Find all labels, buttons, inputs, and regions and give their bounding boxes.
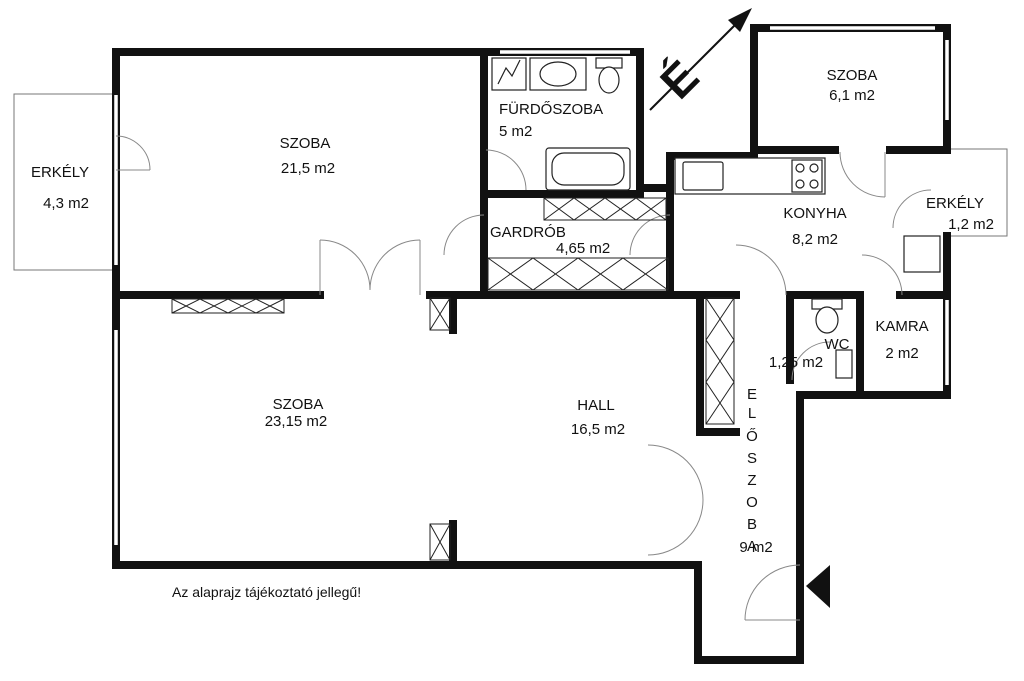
north-letter: É xyxy=(650,50,708,108)
room-name: SZOBA xyxy=(273,396,324,413)
entry-arrow-icon xyxy=(806,565,830,608)
room-area: 23,15 m2 xyxy=(265,413,328,430)
bathtub xyxy=(545,147,631,191)
room-label-balcony-left: ERKÉLY 4,3 m2 xyxy=(31,164,89,212)
entrance-letter: S xyxy=(747,450,757,467)
room-name: GARDRÓB xyxy=(490,224,566,241)
walls xyxy=(112,24,951,664)
room-area: 6,1 m2 xyxy=(829,87,875,104)
room-label-wardrobe: GARDRÓB 4,65 m2 xyxy=(490,224,610,257)
room-area: 4,65 m2 xyxy=(556,240,610,257)
entrance-letter: E xyxy=(747,386,757,403)
entrance-letter: Z xyxy=(747,472,756,489)
room-label-bathroom: FÜRDŐSZOBA 5 m2 xyxy=(499,100,603,140)
wc-sink xyxy=(835,349,853,379)
disclaimer-text: Az alaprajz tájékoztató jellegű! xyxy=(172,584,361,600)
room-name: WC xyxy=(825,336,850,353)
room-name: KONYHA xyxy=(783,205,846,222)
room-label-room-top-left: SZOBA 21,5 m2 xyxy=(280,135,336,177)
entrance-letter: A xyxy=(747,538,757,555)
room-area: 21,5 m2 xyxy=(281,160,335,177)
wardrobe-units xyxy=(171,197,735,561)
boiler xyxy=(903,235,941,273)
entrance-letter: O xyxy=(746,494,758,511)
room-area: 16,5 m2 xyxy=(571,421,625,438)
entrance-area-label: 9 m2 xyxy=(739,539,772,556)
balcony-left-outline xyxy=(13,93,116,271)
bath-toilet xyxy=(595,57,623,94)
room-label-kitchen: KONYHA 8,2 m2 xyxy=(783,205,846,248)
room-label-wc: WC 1,25 m2 xyxy=(769,336,850,371)
balcony-right-outline xyxy=(946,148,1008,237)
washbasin xyxy=(529,57,587,91)
room-area: 1,2 m2 xyxy=(948,216,994,233)
room-label-room-top-right: SZOBA 6,1 m2 xyxy=(827,67,878,104)
room-name: HALL xyxy=(577,397,615,414)
north-arrow-icon: É xyxy=(649,8,752,111)
room-name: SZOBA xyxy=(280,135,331,152)
washing-machine xyxy=(491,57,527,91)
room-label-pantry: KAMRA 2 m2 xyxy=(875,318,928,362)
room-name: FÜRDŐSZOBA xyxy=(499,100,603,118)
room-name: SZOBA xyxy=(827,67,878,84)
entrance-letter: L xyxy=(748,405,756,422)
wc-toilet xyxy=(811,298,843,334)
room-label-balcony-right: ERKÉLY 1,2 m2 xyxy=(926,195,994,233)
room-name: KAMRA xyxy=(875,318,928,335)
room-area: 1,25 m2 xyxy=(769,354,823,371)
room-name: ERKÉLY xyxy=(926,195,984,212)
entrance-letter: Ő xyxy=(746,428,758,445)
room-area: 8,2 m2 xyxy=(792,231,838,248)
room-area: 5 m2 xyxy=(499,123,532,140)
windows xyxy=(114,26,949,545)
kitchen-counter xyxy=(674,157,826,195)
room-label-entrance: E L Ő S Z O B A 9 m2 9 m2 9 m2 xyxy=(739,386,772,556)
room-label-hall: HALL 16,5 m2 xyxy=(571,397,625,438)
room-area: 2 m2 xyxy=(885,345,918,362)
room-label-room-bottom: SZOBA 23,15 m2 xyxy=(265,396,328,430)
entrance-letter: B xyxy=(747,516,757,533)
doors xyxy=(115,135,932,621)
room-area: 4,3 m2 xyxy=(43,195,89,212)
room-name: ERKÉLY xyxy=(31,164,89,181)
